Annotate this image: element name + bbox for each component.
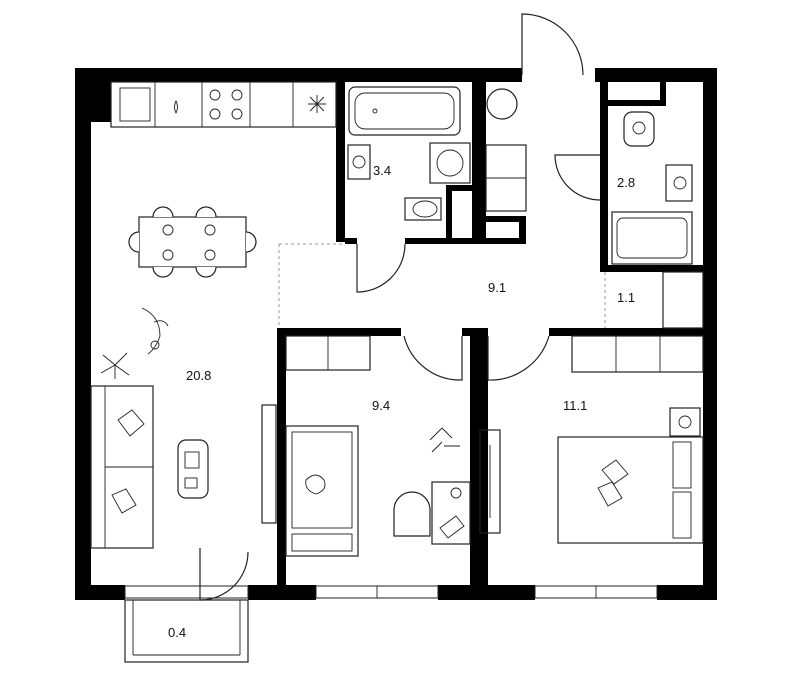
plant bbox=[100, 352, 130, 379]
kitchen-living-area-label: 20.8 bbox=[186, 368, 211, 383]
windows bbox=[124, 585, 658, 599]
bathroom-2-fixtures bbox=[611, 111, 693, 265]
kitchen-counter bbox=[110, 81, 337, 128]
hallway-fixtures bbox=[485, 88, 704, 329]
storage-area-label: 1.1 bbox=[617, 290, 635, 305]
interior-walls bbox=[91, 82, 703, 585]
bathroom-2-area-label: 2.8 bbox=[617, 175, 635, 190]
doors bbox=[199, 13, 601, 601]
bedroom-1-area-label: 9.4 bbox=[372, 398, 390, 413]
bathroom-1-area-label: 3.4 bbox=[373, 163, 391, 178]
bedroom-2-furniture bbox=[479, 335, 704, 544]
bathroom-1-fixtures bbox=[347, 86, 471, 221]
exterior-walls bbox=[75, 68, 717, 600]
bedroom-2-area-label: 11.1 bbox=[563, 398, 587, 413]
dog-figure bbox=[141, 307, 169, 355]
bedroom-1-furniture bbox=[285, 335, 471, 557]
balcony-area-label: 0.4 bbox=[168, 625, 186, 640]
open-boundaries bbox=[278, 243, 606, 328]
tv-unit bbox=[261, 404, 277, 524]
hallway-area-label: 9.1 bbox=[488, 280, 506, 295]
sofa bbox=[90, 385, 154, 549]
coffee-table bbox=[177, 439, 209, 499]
dining-table bbox=[128, 206, 257, 278]
balcony bbox=[124, 599, 249, 663]
